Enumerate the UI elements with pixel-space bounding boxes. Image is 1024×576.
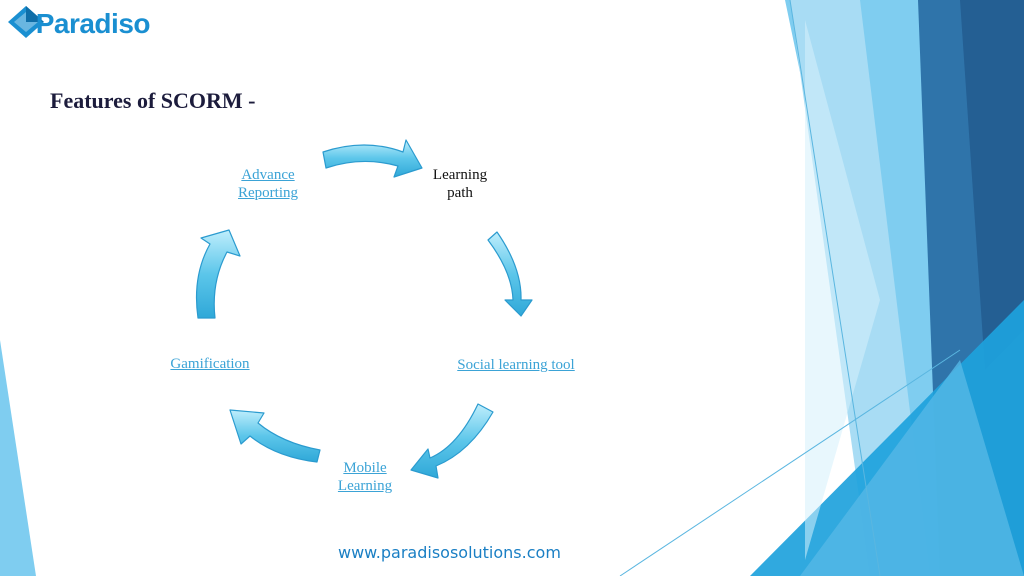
node-social-learning-tool[interactable]: Social learning tool (446, 356, 586, 374)
node-advance-reporting-line: Advance (241, 167, 295, 183)
brand-name: Paradiso (35, 8, 151, 39)
cycle-arrow (322, 139, 423, 178)
node-learning-path: Learning path (422, 166, 498, 202)
decor-line (619, 349, 961, 576)
node-social-learning-tool-line: Social learning tool (457, 357, 575, 373)
footer-url[interactable]: www.paradisosolutions.com (338, 543, 561, 562)
cycle-arrows (195, 139, 533, 479)
node-learning-path-line: path (447, 185, 473, 201)
paradiso-logo-icon (8, 6, 44, 38)
decor-panel (0, 340, 36, 576)
node-gamification-line: Gamification (170, 356, 250, 372)
node-advance-reporting[interactable]: Advance Reporting (228, 166, 308, 202)
cycle-arrow (487, 231, 533, 317)
decor-line (789, 0, 881, 576)
node-learning-path-line: Learning (432, 167, 488, 183)
decor-panel (960, 0, 1024, 370)
slide-title: Features of SCORM - (50, 88, 256, 113)
node-mobile-learning-line: Learning (337, 478, 393, 494)
decor-panel (800, 360, 1024, 576)
node-advance-reporting-line: Reporting (238, 185, 298, 201)
cycle-arrow (195, 229, 241, 319)
decor-panel (805, 20, 880, 560)
cycle-arrow (229, 409, 321, 463)
node-mobile-learning-line: Mobile (343, 460, 387, 476)
brand-logo: Paradiso (10, 4, 151, 44)
node-mobile-learning[interactable]: Mobile Learning (328, 459, 402, 495)
node-gamification[interactable]: Gamification (160, 355, 260, 373)
cycle-arrow (410, 403, 494, 479)
